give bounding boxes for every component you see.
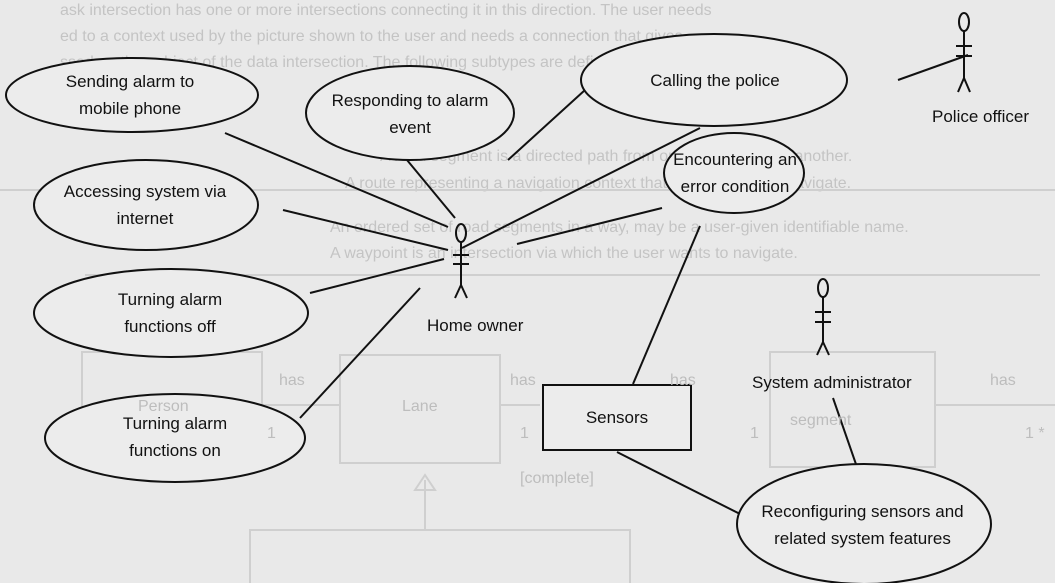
- use-case-calling-police-label: Calling the police: [650, 70, 780, 90]
- use-case-turning-on-label: Turning alarm functions on: [122, 414, 228, 460]
- background-label: has: [990, 372, 1016, 389]
- use-case-ellipse-responding: [305, 65, 515, 161]
- association-line: [507, 89, 586, 161]
- police-officer-label: Police officer: [932, 107, 1030, 126]
- use-case-ellipse-accessing: [33, 159, 259, 251]
- use-case-encountering-label: Encountering an error condition: [673, 150, 797, 196]
- association-line: [897, 54, 969, 81]
- use-case-ellipse-calling-police: [580, 33, 848, 127]
- background-label: Person: [138, 398, 189, 415]
- background-label: Lane: [402, 398, 438, 415]
- association-line: [616, 451, 749, 519]
- system-administrator-label: System administrator: [752, 373, 912, 392]
- use-case-sending-alarm-label: Sending alarm to mobile phone: [65, 72, 195, 118]
- association-line: [224, 132, 449, 228]
- background-label: 1: [520, 425, 529, 442]
- background-label: 1 *: [1025, 425, 1045, 442]
- association-line: [299, 287, 421, 419]
- background-label: [complete]: [520, 470, 594, 487]
- background-text-line: An ordered set of road segments in a way…: [330, 219, 909, 236]
- association-line: [406, 159, 456, 219]
- background-text-line: ask intersection has one or more interse…: [60, 2, 712, 19]
- use-case-ellipse-turning-off: [33, 268, 309, 358]
- system-administrator-actor: [815, 278, 831, 356]
- background-label: has: [510, 372, 536, 389]
- association-line: [309, 258, 445, 294]
- use-case-accessing-label: Accessing system via internet: [63, 182, 227, 228]
- sensors-box-label: Sensors: [585, 408, 649, 427]
- use-case-ellipse-sending-alarm: [5, 57, 259, 133]
- police-officer-actor: [956, 12, 972, 93]
- home-owner-label: Home owner: [427, 316, 524, 335]
- use-case-ellipse-reconfiguring: [736, 463, 992, 583]
- use-case-responding-label: Responding to alarm event: [331, 91, 489, 137]
- association-line: [832, 397, 859, 471]
- background-label: has: [670, 372, 696, 389]
- sensors-box: [542, 384, 692, 451]
- background-label: 1: [750, 425, 759, 442]
- association-line: [516, 207, 663, 245]
- use-case-ellipse-encountering: [663, 132, 805, 214]
- background-label: has: [279, 372, 305, 389]
- association-line: [282, 209, 449, 251]
- background-text-line: ed to a context used by the picture show…: [60, 28, 683, 45]
- use-case-turning-off-label: Turning alarm functions off: [117, 290, 223, 336]
- use-case-ellipse-turning-on: [44, 393, 306, 483]
- home-owner-actor: [453, 223, 469, 299]
- association-line: [632, 225, 701, 385]
- association-lines: [224, 54, 969, 519]
- background-label: segment: [790, 412, 852, 429]
- use-case-reconfiguring-label: Reconfiguring sensors and related system…: [761, 501, 964, 548]
- association-line: [461, 127, 701, 249]
- background-label: 1: [267, 425, 276, 442]
